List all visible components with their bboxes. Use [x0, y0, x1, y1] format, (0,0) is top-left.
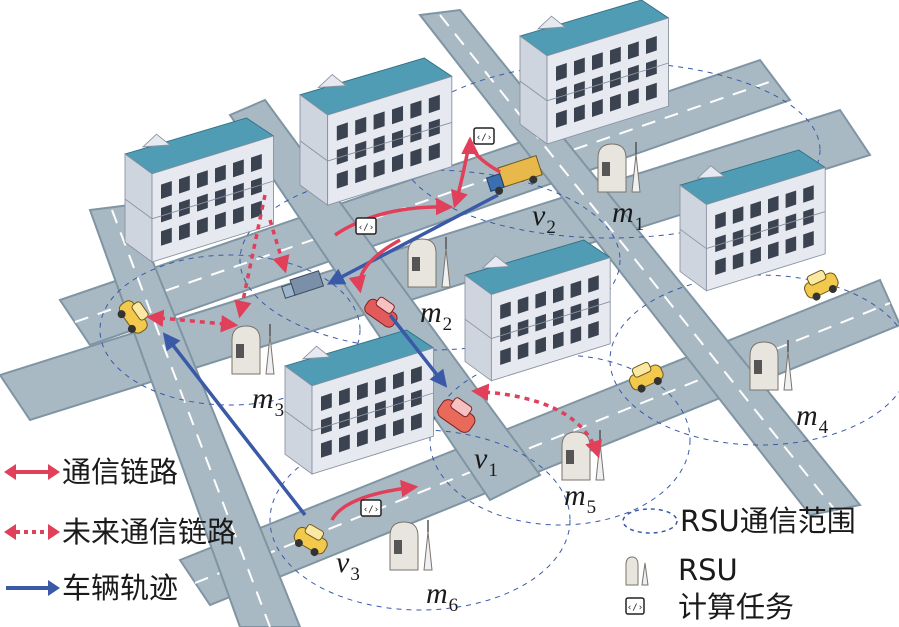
label-v2-base: v: [532, 199, 546, 232]
label-m3-sub: 3: [275, 400, 285, 421]
rsu-range-m4: [609, 274, 899, 446]
legend-task-label: 计算任务: [678, 590, 795, 624]
label-v1-base: v: [474, 442, 488, 475]
label-m4: m4: [796, 399, 829, 438]
label-m4-base: m: [796, 399, 818, 432]
double-arrow-icon: [4, 464, 60, 480]
rsu-tower-icon: [625, 556, 649, 586]
legend-future-link: 未来通信链路: [2, 516, 236, 548]
comm-link-m2: [334, 197, 454, 237]
label-v3: v3: [336, 546, 360, 585]
label-m2-sub: 2: [443, 314, 453, 335]
car-icon: [437, 397, 476, 433]
label-m5: m5: [564, 479, 596, 518]
future-link-bldg-m3: [234, 194, 267, 319]
legend-comm-link: 通信链路: [2, 456, 178, 488]
arrow-icon: [6, 580, 60, 596]
rsu-range-m3: [99, 254, 361, 406]
rsu-icon: [389, 519, 433, 571]
label-m5-sub: 5: [587, 497, 597, 518]
legend-rsu-label: RSU: [678, 553, 738, 587]
future-link-car-m3: [146, 309, 239, 333]
code-task-icon: [473, 127, 495, 145]
comm-link-task-v2: [451, 139, 472, 209]
code-task-icon: [355, 217, 377, 235]
future-link-bldg-truck: [268, 219, 290, 274]
dotted-double-arrow-icon: [4, 524, 60, 540]
label-m6-base: m: [426, 577, 448, 610]
legend-left: 通信链路 未来通信链路 车辆轨迹: [0, 456, 260, 626]
future-link-v1-m5: [471, 383, 602, 459]
trajectory-v1: [388, 313, 448, 388]
label-m3: m3: [252, 382, 284, 421]
legend-trajectory-label: 车辆轨迹: [62, 571, 179, 605]
truck-icon: [485, 155, 543, 195]
label-m1: m1: [612, 196, 644, 235]
legend-rsu-range-label: RSU通信范围: [680, 504, 856, 538]
code-task-icon: ‹/›: [625, 597, 645, 615]
legend-future-link-label: 未来通信链路: [62, 515, 237, 549]
future-links: [146, 194, 602, 459]
truck-icon: [281, 270, 325, 299]
car-icon: [364, 296, 398, 328]
vehicles: [113, 155, 843, 561]
label-m5-base: m: [564, 479, 586, 512]
label-m2: m2: [420, 296, 452, 335]
trajectories: [162, 193, 499, 517]
label-v3-base: v: [336, 546, 350, 579]
label-m3-base: m: [252, 382, 274, 415]
legend-right: RSU通信范围 RSU ‹/› 计算任务: [620, 505, 899, 627]
legend-trajectory: 车辆轨迹: [2, 572, 178, 604]
legend-comm-link-label: 通信链路: [62, 455, 179, 489]
legend-task: ‹/› 计算任务: [622, 591, 794, 623]
label-m2-base: m: [420, 296, 442, 329]
code-task-icon: [360, 499, 382, 517]
svg-text:‹/›: ‹/›: [627, 603, 643, 613]
label-m4-sub: 4: [819, 417, 829, 438]
comm-link-v1-m2: [348, 238, 401, 294]
legend-rsu-range: RSU通信范围: [620, 505, 856, 537]
legend-rsu: RSU: [622, 553, 738, 587]
dashed-ellipse-icon: [622, 508, 678, 534]
label-v3-sub: 3: [350, 564, 360, 585]
label-v2-sub: 2: [546, 217, 556, 238]
label-m6: m6: [426, 577, 458, 616]
label-m1-sub: 1: [635, 214, 645, 235]
comm-link-v3-m6: [330, 479, 419, 521]
label-m1-base: m: [612, 196, 634, 229]
label-m6-sub: 6: [449, 595, 459, 616]
label-v1-sub: 1: [488, 460, 498, 481]
trajectory-v2: [326, 193, 499, 285]
trajectory-v3: [162, 332, 307, 517]
label-v1: v1: [474, 442, 498, 481]
comm-links: [330, 136, 501, 521]
label-v2: v2: [532, 199, 556, 238]
